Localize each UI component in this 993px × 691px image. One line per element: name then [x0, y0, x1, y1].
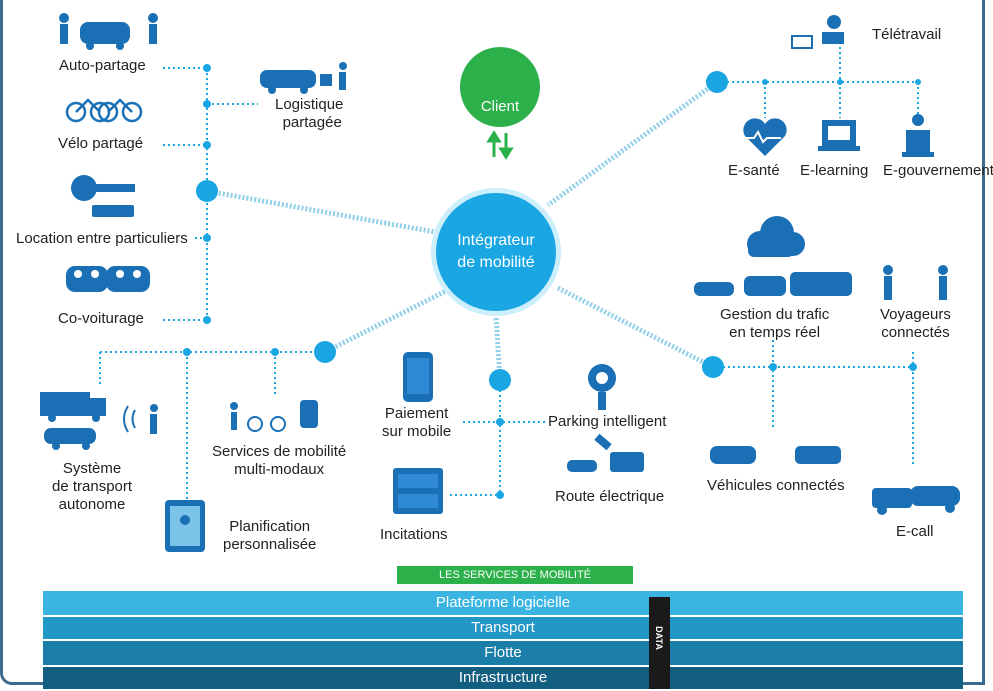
systeme-line3: autonome: [58, 496, 126, 513]
services-banner: LES SERVICES DE MOBILITÉ: [397, 566, 633, 584]
planif-line1: Planification: [229, 518, 311, 535]
band-transport-label: Transport: [471, 619, 535, 636]
paiement-line1: Paiement: [384, 405, 449, 422]
integrator-line2: de mobilité: [457, 254, 535, 271]
services-line1: Services de mobilité: [212, 443, 347, 460]
logistique-line2: partagée: [282, 114, 342, 131]
traffic-vehicles-icon: [694, 272, 852, 296]
gestion-line1: Gestion du trafic: [720, 306, 830, 323]
integrator-line1: Intégrateur: [457, 232, 535, 249]
voyageurs-label: Voyageurs connectés: [880, 306, 951, 342]
connected-vehicles-icon: [710, 446, 841, 464]
gestion-line2: en temps réel: [729, 324, 821, 341]
systeme-line2: de transport: [52, 478, 133, 495]
band-infrastructure-label: Infrastructure: [458, 669, 548, 686]
logistique-line1: Logistique: [275, 96, 344, 113]
band-plateforme: Plateforme logicielle: [43, 591, 963, 615]
band-flotte-label: Flotte: [484, 644, 522, 661]
planif-line2: personnalisée: [223, 536, 317, 553]
velo-label: Vélo partagé: [58, 135, 144, 152]
band-flotte: Flotte: [43, 641, 963, 665]
route-label: Route électrique: [555, 488, 665, 505]
e-learning-icon: [818, 120, 860, 151]
data-bar: DATA: [649, 597, 670, 689]
paiement-line2: sur mobile: [382, 423, 452, 440]
services-line2: multi-modaux: [234, 461, 325, 478]
ecall-icon: [872, 486, 960, 515]
carpool-icon: [66, 266, 150, 292]
egouv-label: E-gouvernement: [883, 162, 993, 179]
elearning-label: E-learning: [800, 162, 869, 179]
pedestrian-signal-icon: [123, 404, 158, 434]
services-label: Services de mobilité multi-modaux: [212, 443, 346, 479]
logistics-icon: [260, 62, 347, 94]
location-label: Location entre particuliers: [16, 230, 188, 247]
systeme-label: Système de transport autonome: [52, 460, 132, 514]
key-icon: [71, 175, 135, 217]
planification-label: Planification personnalisée: [223, 518, 316, 554]
money-icon: [393, 468, 443, 514]
remote-work-icon: [791, 15, 844, 49]
connected-travelers-icon: [883, 265, 948, 300]
logistique-label: Logistique partagée: [275, 96, 343, 132]
parking-label: Parking intelligent: [548, 413, 667, 430]
satellite-icon: [594, 433, 612, 451]
multimodal-icon: [230, 400, 318, 432]
e-government-icon: [902, 114, 934, 157]
voyageurs-line1: Voyageurs: [880, 306, 951, 323]
health-icon: [743, 118, 787, 156]
ecall-label: E-call: [896, 523, 934, 540]
electric-road-icon: [567, 452, 644, 472]
map-tablet-icon: [165, 500, 205, 552]
gestion-label: Gestion du trafic en temps réel: [720, 306, 829, 342]
car-sharing-icon: [59, 13, 158, 50]
data-label: DATA: [654, 626, 664, 650]
band-transport: Transport: [43, 617, 963, 639]
client-node: Client: [460, 47, 540, 127]
covoiturage-label: Co-voiturage: [58, 310, 144, 327]
cloud-icon: [747, 216, 805, 257]
incitations-label: Incitations: [380, 526, 448, 543]
esante-label: E-santé: [728, 162, 780, 179]
bicycle-icon: [65, 98, 143, 123]
band-plateforme-label: Plateforme logicielle: [435, 594, 571, 611]
systeme-line1: Système: [62, 460, 122, 477]
smartphone-icon: [403, 352, 433, 402]
client-label: Client: [480, 98, 520, 115]
vehicules-label: Véhicules connectés: [707, 477, 845, 494]
voyageurs-line2: connectés: [881, 324, 950, 341]
parking-meter-icon: [588, 364, 616, 410]
paiement-label: Paiement sur mobile: [382, 405, 451, 441]
truck-icon: [40, 392, 106, 450]
band-infrastructure: Infrastructure: [43, 667, 963, 689]
auto-partage-label: Auto-partage: [59, 57, 146, 74]
integrator-node: Intégrateur de mobilité: [431, 188, 561, 316]
teletravail-label: Télétravail: [872, 26, 942, 43]
